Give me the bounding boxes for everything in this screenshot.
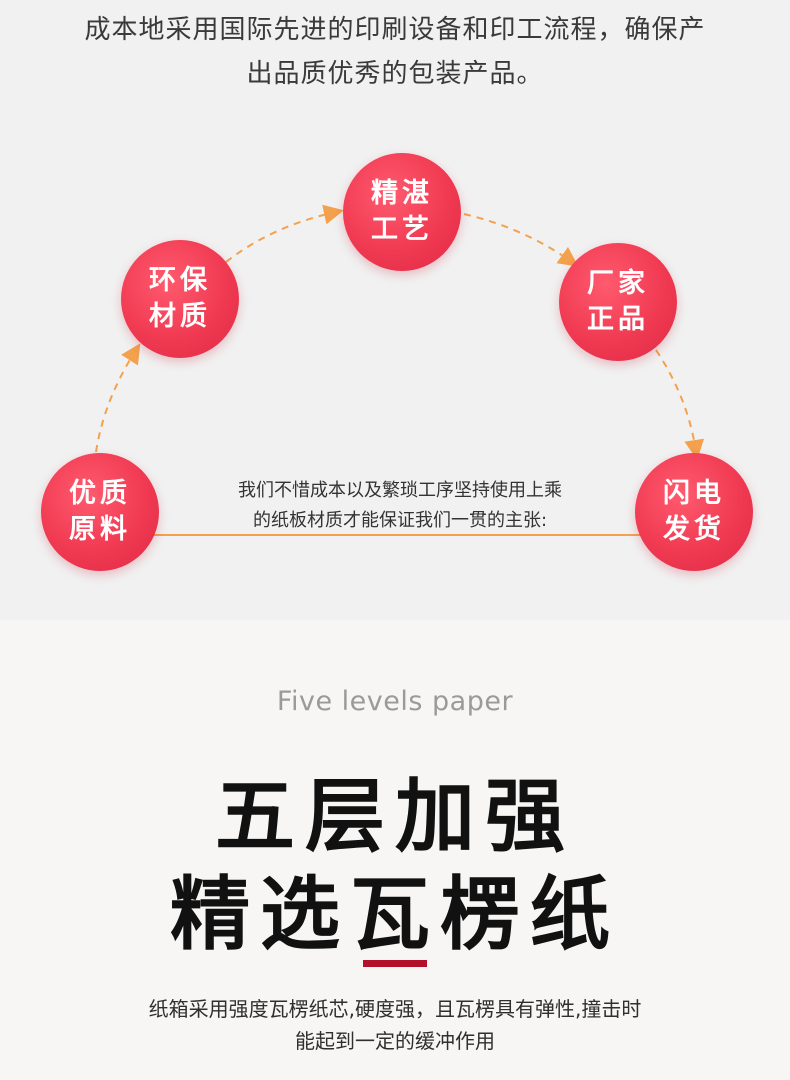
- node-label: 发货: [663, 514, 725, 545]
- node-label: 厂家: [587, 268, 649, 299]
- node-label: 工艺: [371, 214, 433, 245]
- section-subtitle: Five levels paper: [276, 686, 514, 717]
- section-title-line-1: 五层加强: [215, 770, 575, 863]
- accent-bar: [363, 960, 427, 967]
- node-label: 正品: [587, 304, 649, 335]
- commitment-line-1: 我们不惜成本以及繁琐工序坚持使用上乘: [238, 480, 562, 501]
- intro-line-2: 出品质优秀的包装产品。: [246, 59, 544, 89]
- node-craftsmanship: 精湛 工艺: [343, 153, 461, 271]
- node-eco-material: 环保 材质: [121, 240, 239, 358]
- node-label: 环保: [149, 265, 211, 296]
- intro-text: 成本地采用国际先进的印刷设备和印工流程，确保产 出品质优秀的包装产品。: [0, 8, 790, 96]
- paper-section: [0, 620, 790, 1080]
- node-label: 精湛: [371, 178, 433, 209]
- arrow-3-to-4: [463, 213, 579, 267]
- commitment-line-2: 的纸板材质才能保证我们一贯的主张:: [252, 510, 548, 531]
- node-fast-delivery: 闪电 发货: [635, 453, 753, 571]
- intro-line-1: 成本地采用国际先进的印刷设备和印工流程，确保产: [84, 15, 706, 45]
- arrow-1-to-2: [95, 343, 141, 453]
- description-line-2: 能起到一定的缓冲作用: [295, 1029, 495, 1053]
- node-quality-material: 优质 原料: [41, 453, 159, 571]
- commitment-text: 我们不惜成本以及繁琐工序坚持使用上乘 的纸板材质才能保证我们一贯的主张:: [170, 476, 630, 536]
- node-label: 闪电: [663, 478, 725, 509]
- description-line-1: 纸箱采用强度瓦楞纸芯,硬度强，且瓦楞具有弹性,撞击时: [148, 997, 642, 1021]
- node-label: 优质: [69, 478, 131, 509]
- arrow-4-to-5: [655, 349, 705, 460]
- node-genuine: 厂家 正品: [559, 243, 677, 361]
- process-arrows: [95, 204, 705, 536]
- section-description: 纸箱采用强度瓦楞纸芯,硬度强，且瓦楞具有弹性,撞击时 能起到一定的缓冲作用: [0, 993, 790, 1057]
- arrow-2-to-3: [225, 204, 344, 263]
- node-label: 原料: [69, 514, 131, 545]
- node-label: 材质: [149, 301, 211, 332]
- section-title-line-2: 精选瓦楞纸: [170, 868, 620, 961]
